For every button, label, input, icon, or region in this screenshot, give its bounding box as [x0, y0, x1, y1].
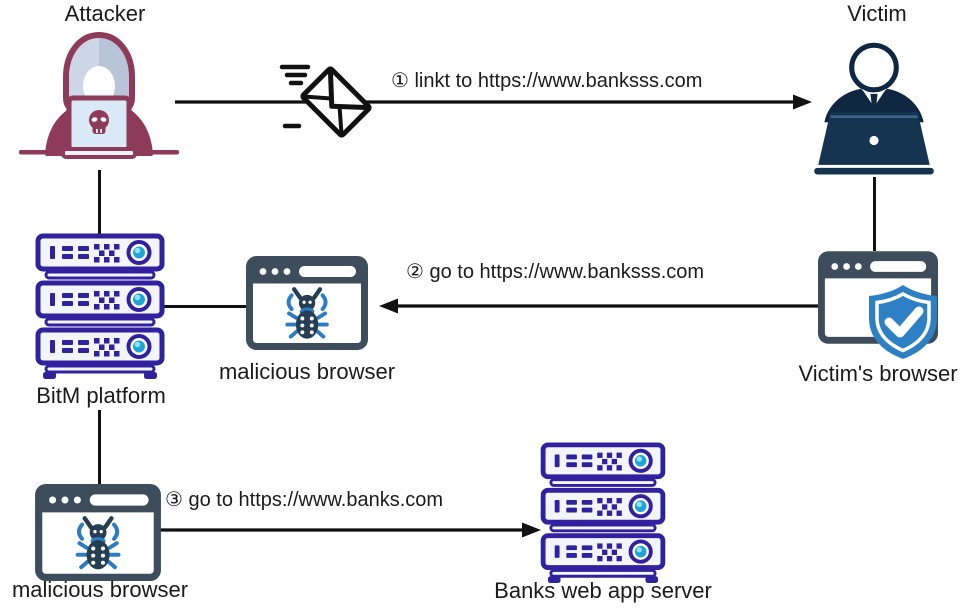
- arrow-step3: [160, 522, 541, 538]
- edge-victim-to-browser: [873, 177, 876, 251]
- banks-server-stack-icon: [537, 442, 669, 583]
- malicious-browser-mid-label: malicious browser: [218, 359, 396, 384]
- banks-server-label: Banks web app server: [494, 578, 712, 603]
- hacker-icon: [19, 31, 179, 159]
- edge-label-step3: ③ go to https://www.banks.com: [165, 489, 444, 511]
- shield-check-icon: [869, 285, 937, 359]
- malicious-browser-bottom-icon: [35, 484, 161, 581]
- arrow-step1: [175, 94, 812, 110]
- edge-label-step1: ① linkt to https://www.banksss.com: [391, 70, 703, 92]
- victim-label: Victim: [847, 1, 907, 26]
- victims-browser-label: Victim's browser: [798, 361, 958, 386]
- malicious-browser-icon: [246, 256, 368, 350]
- skull-icon: [89, 110, 109, 134]
- malicious-browser-bottom-label: malicious browser: [11, 577, 189, 602]
- edge-label-step2: ② go to https://www.banksss.com: [406, 261, 705, 283]
- attacker-label: Attacker: [64, 1, 146, 26]
- edge-bitm-to-bottom-browser: [98, 410, 101, 486]
- edge-attacker-to-bitm: [98, 170, 101, 235]
- bitm-platform-label: BitM platform: [36, 383, 166, 408]
- edge-bitm-to-malicious-browser: [164, 305, 248, 308]
- arrow-step2: [379, 298, 818, 314]
- email-icon: [279, 64, 372, 138]
- victim-icon: [814, 42, 934, 175]
- bitm-server-stack-icon: [33, 233, 167, 379]
